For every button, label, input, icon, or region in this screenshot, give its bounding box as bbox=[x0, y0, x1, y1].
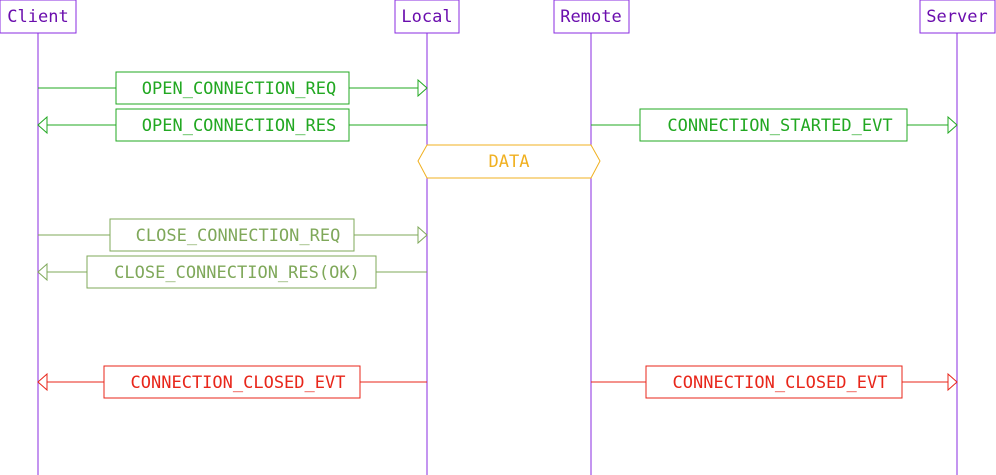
arrowhead-right-icon bbox=[947, 372, 958, 392]
arrowhead-right-icon bbox=[417, 225, 428, 245]
actor-client-label: Client bbox=[7, 7, 68, 27]
actor-local-label: Local bbox=[401, 7, 452, 27]
actor-remote-label: Remote bbox=[560, 7, 621, 27]
message-label: CLOSE_CONNECTION_REQ bbox=[136, 226, 341, 246]
message-close-connection-req: CLOSE_CONNECTION_REQ bbox=[38, 218, 428, 252]
message-connection-started-evt: CONNECTION_STARTED_EVT bbox=[591, 108, 958, 142]
data-hexagon bbox=[417, 144, 601, 179]
message-open-connection-res: OPEN_CONNECTION_RES bbox=[37, 108, 427, 142]
message-label: CLOSE_CONNECTION_RES(OK) bbox=[114, 263, 360, 283]
message-connection-closed-evt-server: CONNECTION_CLOSED_EVT bbox=[591, 365, 958, 399]
arrowhead-right-icon bbox=[417, 78, 428, 98]
message-label: CONNECTION_STARTED_EVT bbox=[667, 116, 892, 136]
arrowhead-left-icon bbox=[37, 372, 48, 392]
arrowhead-left-icon bbox=[37, 115, 48, 135]
message-connection-closed-evt-client: CONNECTION_CLOSED_EVT bbox=[37, 365, 427, 399]
message-open-connection-req: OPEN_CONNECTION_REQ bbox=[38, 71, 428, 105]
arrowhead-left-icon bbox=[37, 262, 48, 282]
actor-remote: Remote bbox=[553, 0, 630, 34]
arrowhead-right-icon bbox=[947, 115, 958, 135]
message-label: CONNECTION_CLOSED_EVT bbox=[131, 373, 346, 393]
message-label: OPEN_CONNECTION_REQ bbox=[142, 79, 336, 99]
message-label: DATA bbox=[489, 152, 530, 172]
message-data: DATA bbox=[417, 144, 601, 179]
actor-server: Server bbox=[919, 0, 996, 34]
message-label: CONNECTION_CLOSED_EVT bbox=[673, 373, 888, 393]
actor-local: Local bbox=[394, 0, 460, 34]
actor-client: Client bbox=[0, 0, 77, 34]
actor-server-label: Server bbox=[926, 7, 987, 27]
message-label: OPEN_CONNECTION_RES bbox=[142, 116, 336, 136]
message-close-connection-res-ok: CLOSE_CONNECTION_RES(OK) bbox=[37, 255, 427, 289]
